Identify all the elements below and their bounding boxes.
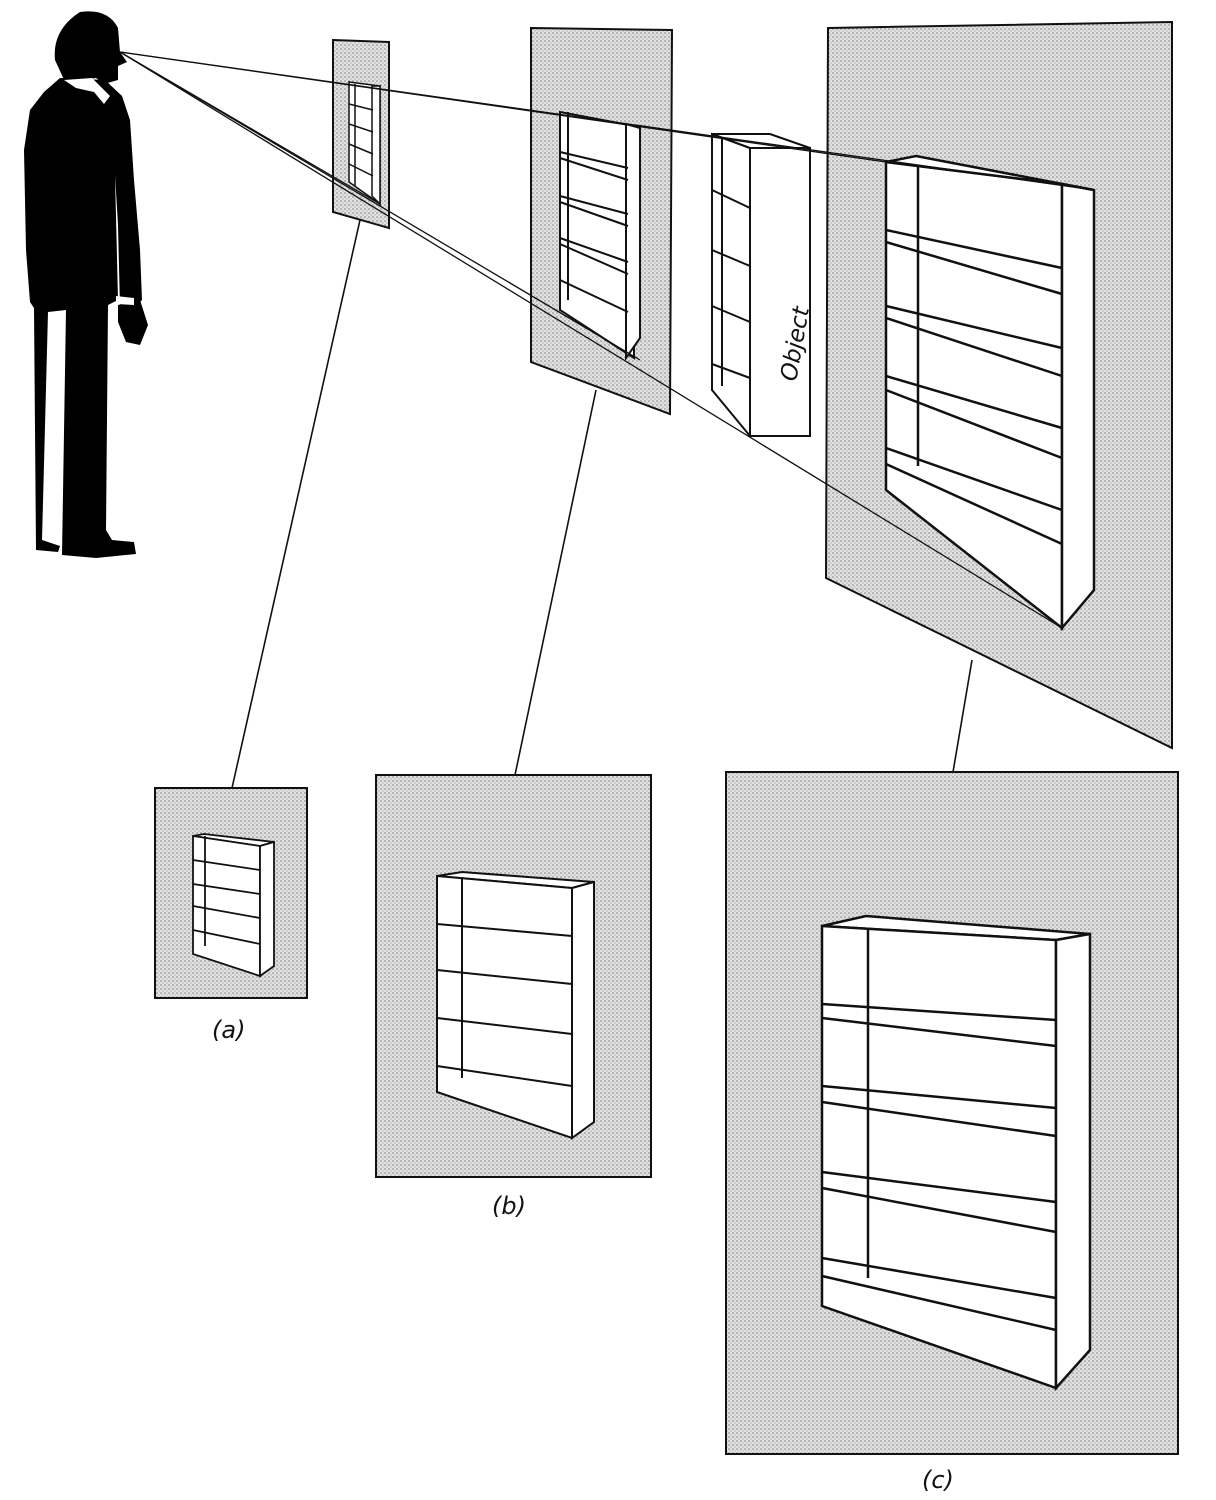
shirt-collar — [64, 78, 134, 305]
bookcase-on-plane-c — [884, 154, 1096, 632]
sight-lines — [119, 51, 1095, 629]
caption-c: (c) — [922, 1466, 954, 1494]
front-view-panels — [154, 771, 1179, 1455]
caption-b: (b) — [492, 1192, 526, 1220]
caption-a: (a) — [212, 1016, 245, 1044]
bookcase-front-b — [436, 870, 595, 1140]
bookcase-front-a — [192, 833, 275, 978]
leader-lines — [231, 219, 973, 789]
bookcase-on-plane-a — [348, 81, 381, 206]
bookcase-front-c — [820, 914, 1092, 1392]
object-bookcase — [711, 132, 811, 439]
observer-silhouette — [24, 11, 148, 558]
bookcase-on-plane-b — [559, 110, 641, 362]
